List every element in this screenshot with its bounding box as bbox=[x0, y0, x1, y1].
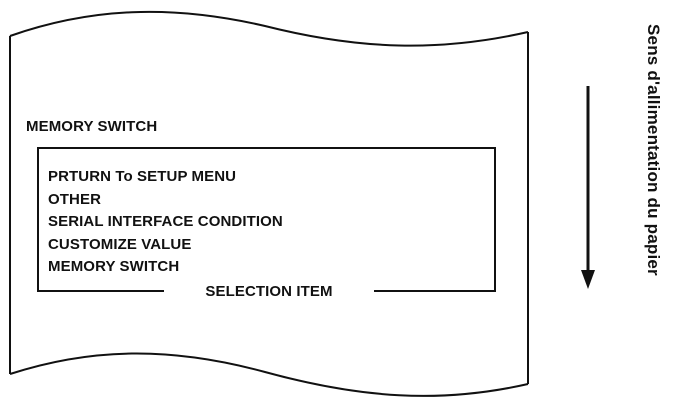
diagram-heading: MEMORY SWITCH bbox=[26, 118, 158, 135]
menu-frame bbox=[37, 147, 496, 291]
menu-frame-bottom-left bbox=[37, 290, 164, 292]
menu-item-return-setup: PRTURN To SETUP MENU bbox=[48, 168, 237, 185]
paper-bottom-edge bbox=[9, 352, 529, 397]
menu-frame-bottom-right bbox=[374, 290, 496, 292]
paper-outline bbox=[9, 10, 529, 397]
paper-top-edge bbox=[9, 10, 529, 47]
arrow-head bbox=[581, 270, 595, 289]
paper-feed-arrow-icon bbox=[581, 86, 595, 289]
frame-caption: SELECTION ITEM bbox=[205, 283, 333, 300]
menu-item-memory-switch: MEMORY SWITCH bbox=[48, 258, 180, 275]
paper-feed-direction-label: Sens d'allimentation du papier bbox=[644, 24, 663, 276]
menu-item-customize-value: CUSTOMIZE VALUE bbox=[48, 235, 192, 253]
menu-item-serial-interface: SERIAL INTERFACE CONDITION bbox=[48, 213, 283, 230]
menu-list: PRTURN To SETUP MENU OTHER SERIAL INTERF… bbox=[48, 166, 283, 279]
menu-item-other: OTHER bbox=[48, 190, 101, 208]
